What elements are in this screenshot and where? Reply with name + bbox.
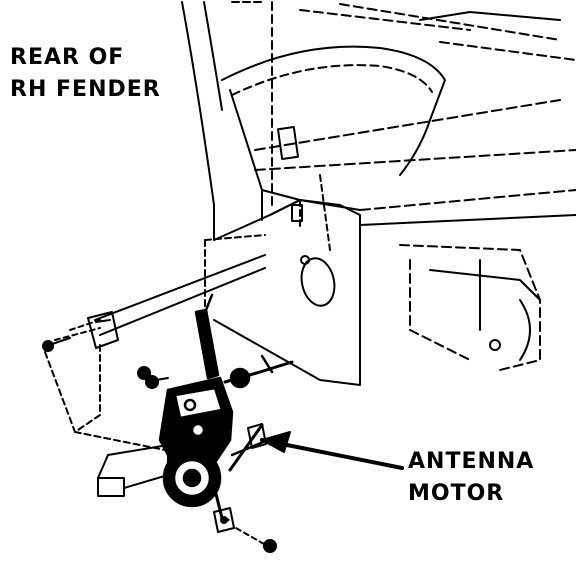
lower-bracket (44, 344, 201, 497)
mounting-plate (204, 1, 361, 386)
antenna-motor-label: ANTENNA MOTOR (408, 446, 534, 510)
bracket-rod (54, 254, 266, 349)
antenna-motor (158, 293, 294, 522)
fender-label-line-2: RH FENDER (10, 77, 161, 102)
fender-body-structure (181, 1, 576, 371)
motor-label-line-1: ANTENNA (408, 449, 535, 474)
fasteners (42, 337, 277, 553)
fender-label-line-1: REAR OF (10, 45, 125, 70)
motor-label-line-2: MOTOR (408, 481, 505, 506)
rear-of-rh-fender-label: REAR OF RH FENDER (10, 42, 161, 106)
motor-pointer-arrow (260, 431, 404, 470)
